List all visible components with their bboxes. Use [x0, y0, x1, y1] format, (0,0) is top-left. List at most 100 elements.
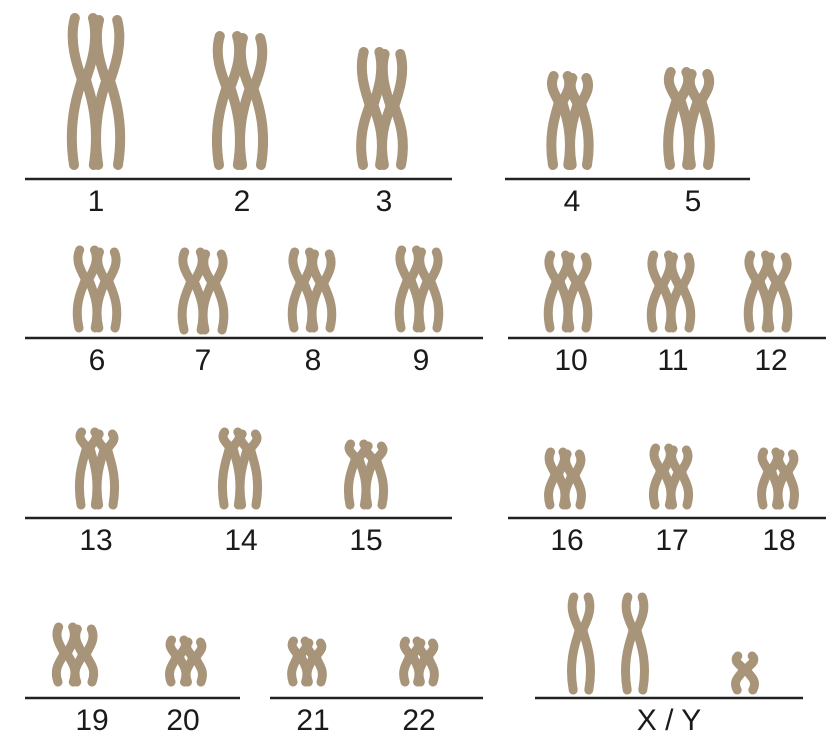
pair-label: 6 — [89, 344, 106, 377]
chromosome-16-b — [565, 454, 581, 505]
chromatid-left — [186, 642, 192, 682]
chromatid-left — [361, 52, 369, 165]
pair-label: 1 — [88, 185, 105, 218]
chromosome-pair-9 — [399, 250, 439, 328]
chromatid-left — [404, 641, 410, 682]
chromatid-left — [571, 597, 579, 690]
chromatid-left — [217, 36, 227, 165]
chromosome-pair-17 — [653, 448, 688, 505]
chromatid-right — [108, 434, 115, 505]
chromosome-pair-14 — [222, 432, 257, 505]
chromosome-pair-12 — [748, 255, 788, 328]
chromosome-x-2 — [625, 597, 644, 690]
chromosome-pair-20 — [170, 640, 203, 682]
chromatid-left — [671, 450, 678, 505]
chromosome-pair-22 — [404, 641, 435, 682]
pair-label: 9 — [413, 344, 430, 377]
pair-label: 12 — [754, 344, 787, 377]
chromatid-right — [110, 20, 120, 165]
chromosome-11-b — [671, 257, 691, 328]
pair-label: 5 — [685, 185, 702, 218]
chromosome-10-b — [568, 257, 588, 328]
pair-label: 11 — [657, 344, 688, 377]
chromosome-17-b — [671, 450, 689, 505]
chromatid-left — [653, 448, 660, 505]
chromatid-left — [668, 72, 676, 165]
chromatid-left — [312, 254, 320, 328]
chromosome-pair-16 — [549, 452, 582, 505]
chromatid-left — [625, 597, 633, 690]
group-rule-layer — [25, 179, 826, 698]
chromosome-pair-19 — [56, 627, 93, 682]
chromatid-left — [548, 255, 556, 328]
chromosome-pair-2 — [217, 36, 263, 165]
chromatid-left — [748, 255, 756, 328]
chromosome-pair-15 — [348, 444, 383, 505]
chromosome-pair-5 — [668, 72, 710, 165]
chromosome-pair-6 — [77, 250, 117, 328]
pair-label: 10 — [554, 344, 587, 377]
chromosome-13-b — [97, 434, 115, 505]
pair-label: 15 — [349, 524, 382, 557]
chromosome-x-1 — [571, 597, 590, 690]
pair-label: 2 — [234, 185, 251, 218]
pair-label: 4 — [564, 185, 581, 218]
chromatid-left — [203, 254, 211, 330]
chromosome-18-b — [778, 454, 794, 505]
pair-label: 8 — [305, 344, 322, 377]
chromosome-pair-18 — [762, 452, 795, 505]
chromatid-right — [431, 252, 439, 328]
chromatid-left — [551, 76, 558, 165]
chromatid-right — [682, 450, 689, 505]
chromatid-right — [109, 252, 117, 328]
chromosome-2-b — [240, 38, 263, 165]
chromosome-12-b — [768, 257, 788, 328]
chromatid-left — [97, 252, 105, 328]
chromatid-left — [222, 432, 229, 505]
chromatid-right — [377, 446, 384, 505]
pair-label: 13 — [79, 524, 112, 557]
chromatid-left — [570, 78, 577, 165]
chromatid-left — [182, 252, 190, 330]
chromosome-pair-8 — [292, 252, 332, 328]
pair-label: 14 — [224, 524, 257, 557]
chromosome-20-b — [186, 642, 202, 682]
chromatid-right — [747, 656, 755, 690]
chromatid-right — [581, 78, 588, 165]
chromosome-9-b — [419, 252, 439, 328]
chromatid-right — [86, 629, 93, 682]
chromatid-left — [399, 250, 407, 328]
chromatid-left — [735, 656, 743, 690]
chromatid-right — [254, 38, 264, 165]
chromosome-5-b — [689, 74, 710, 165]
chromatid-left — [75, 629, 82, 682]
chromatid-right — [215, 254, 223, 330]
chromatid-left — [366, 446, 373, 505]
chromatid-right — [788, 454, 794, 505]
chromatid-left — [348, 444, 355, 505]
pair-label: 19 — [75, 704, 108, 735]
chromosome-pair-11 — [651, 255, 691, 328]
chromatid-right — [683, 257, 691, 328]
pair-label: 22 — [402, 704, 435, 735]
chromatid-left — [778, 454, 784, 505]
chromatid-right — [251, 434, 258, 505]
pair-label: X / Y — [637, 704, 701, 735]
chromatid-right — [324, 254, 332, 328]
chromatid-right — [701, 74, 709, 165]
pair-label: 17 — [655, 524, 688, 557]
chromatid-left — [671, 257, 679, 328]
chromosome-3-b — [382, 54, 403, 165]
chromosome-pair-10 — [548, 255, 588, 328]
chromosome-y — [735, 656, 754, 690]
chromatid-left — [762, 452, 768, 505]
chromosome-15-b — [366, 446, 384, 505]
chromosome-7-b — [203, 254, 224, 330]
chromatid-left — [307, 643, 313, 682]
chromatid-right — [637, 597, 645, 690]
chromosome-19-b — [75, 629, 94, 682]
chromosome-pair-xy — [571, 597, 754, 690]
pair-label: 20 — [166, 704, 199, 735]
chromosome-pair-7 — [182, 252, 224, 330]
